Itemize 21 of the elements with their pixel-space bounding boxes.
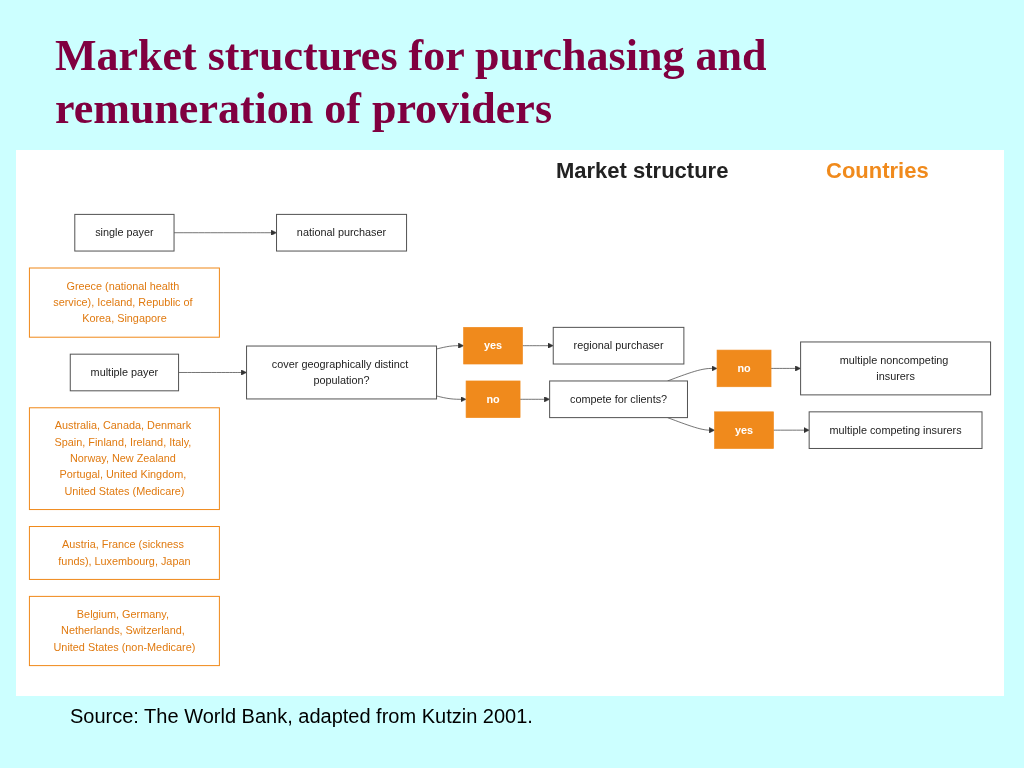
node-box — [552, 326, 685, 365]
node-box — [465, 380, 521, 418]
node-box — [246, 345, 438, 400]
node-box — [800, 341, 992, 396]
diagram-panel: Market structure Countries single payer national purchaser Greece (national health service), Iceland, Republic of Korea, Singapore multiple payer cover geographically distinct population? yes regional purchaser Australia, Canada, Denmark Spain, Finland, Ireland, Italy, Norway, New Zealand Portugal, United Kingdom, United States (Medicare) no multiple noncompeting insurers Austria, France (sickness funds), Luxembourg, Japan compete for clients? no yes multiple competing insurers Belgium, Germany, Netherlands, Switzerland, United States (non-Medicare) — [16, 150, 1004, 696]
node-box — [28, 267, 220, 338]
node-box — [28, 407, 220, 511]
slide-title: Market structures for purchasing and remuneration of providers — [55, 30, 768, 135]
node-box — [808, 411, 983, 449]
node-box — [463, 327, 523, 365]
node-box — [276, 213, 408, 252]
node-box — [69, 353, 180, 392]
source-caption: Source: The World Bank, adapted from Kutzin 2001. — [70, 705, 533, 728]
node-box — [28, 595, 220, 667]
node-box — [716, 349, 772, 388]
column-heading: Market structure — [556, 158, 729, 184]
column-heading: Countries — [826, 158, 929, 184]
node-box — [549, 380, 688, 419]
node-box — [714, 411, 774, 449]
node-box — [74, 213, 175, 252]
node-box — [28, 526, 220, 580]
